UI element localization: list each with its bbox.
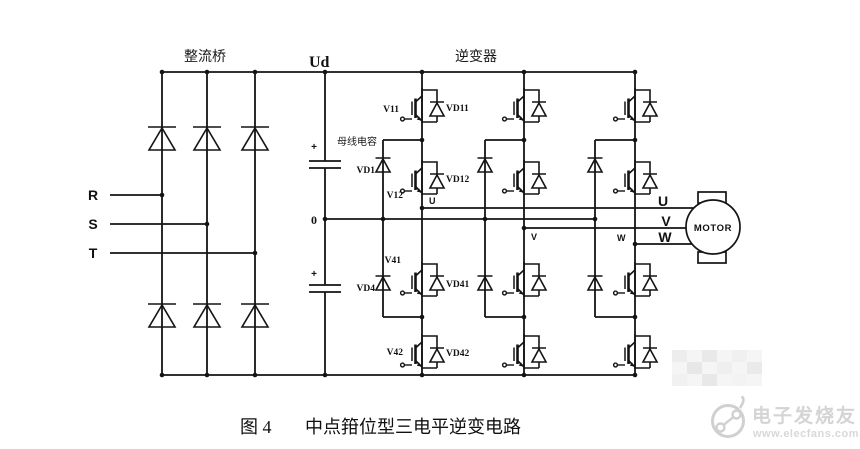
phase-r-label: R [88,187,98,203]
igbt-leg2-3 [501,260,548,299]
device-label-v12: V12 [387,191,404,201]
phase-s-label: S [88,216,97,232]
device-label-vd1: VD1 [357,166,376,176]
igbt-leg2-4 [501,332,548,371]
dc-voltage-label: Ud [309,54,330,71]
motor-label: MOTOR [694,223,732,234]
junction-dots [159,69,638,378]
output-phase-lines [422,207,697,245]
watermark: 电子发烧友 www.elecfans.com [711,395,859,440]
phase-input-lines [110,194,255,254]
igbt-leg2-1 [501,86,548,125]
device-label-vd12: VD12 [446,175,469,185]
cap-bottom-polarity-label: + [311,269,317,280]
line-v-label: V [661,213,671,229]
bus-capacitor-branch [309,72,341,375]
device-label-vd41: VD41 [446,280,469,290]
device-label-vd11: VD11 [446,104,469,114]
device-label-v41: V41 [385,256,402,266]
cap-top-polarity-label: + [311,142,317,153]
device-label-v42: V42 [387,348,404,358]
igbt-leg3-1 [612,86,659,125]
inverter-leg-verticals [421,72,636,375]
igbt-v12 [399,158,446,197]
figure-caption-title: 中点箝位型三电平逆变电路 [305,417,521,437]
figure-caption-label: 图 4 [240,417,272,437]
bus-capacitor-label: 母线电容 [337,135,377,148]
rectifier-diodes [147,126,270,328]
igbt-leg2-2 [501,158,548,197]
dc-bus-rails [162,71,635,376]
leg3-output-label: W [617,233,626,243]
device-label-v11: V11 [383,105,399,115]
line-w-label: W [658,229,672,245]
igbt-v42 [399,332,446,371]
phase-t-label: T [89,245,98,261]
clamp-diodes [374,157,604,291]
igbt-leg3-3 [612,260,659,299]
elecfans-logo-icon [711,395,745,438]
igbt-leg3-2 [612,158,659,197]
device-label-vd4: VD4 [357,284,376,294]
igbt-v41 [399,260,446,299]
figure-caption: 图 4 中点箝位型三电平逆变电路 [240,417,521,437]
device-label-vd42: VD42 [446,349,469,359]
leg1-output-label: U [429,196,436,206]
igbt-v11 [399,86,446,125]
leg2-output-label: V [531,232,537,242]
motor: MOTOR [685,191,741,264]
mosaic-patch [672,350,762,386]
watermark-site: www.elecfans.com [752,428,859,440]
line-u-label: U [658,193,668,209]
igbt-leg3-4 [612,332,659,371]
neutral-point-label: 0 [311,213,317,227]
motor-body [685,199,741,255]
rectifier-label: 整流桥 [184,48,226,64]
inverter-label: 逆变器 [455,48,497,64]
watermark-brand: 电子发烧友 [752,404,857,427]
